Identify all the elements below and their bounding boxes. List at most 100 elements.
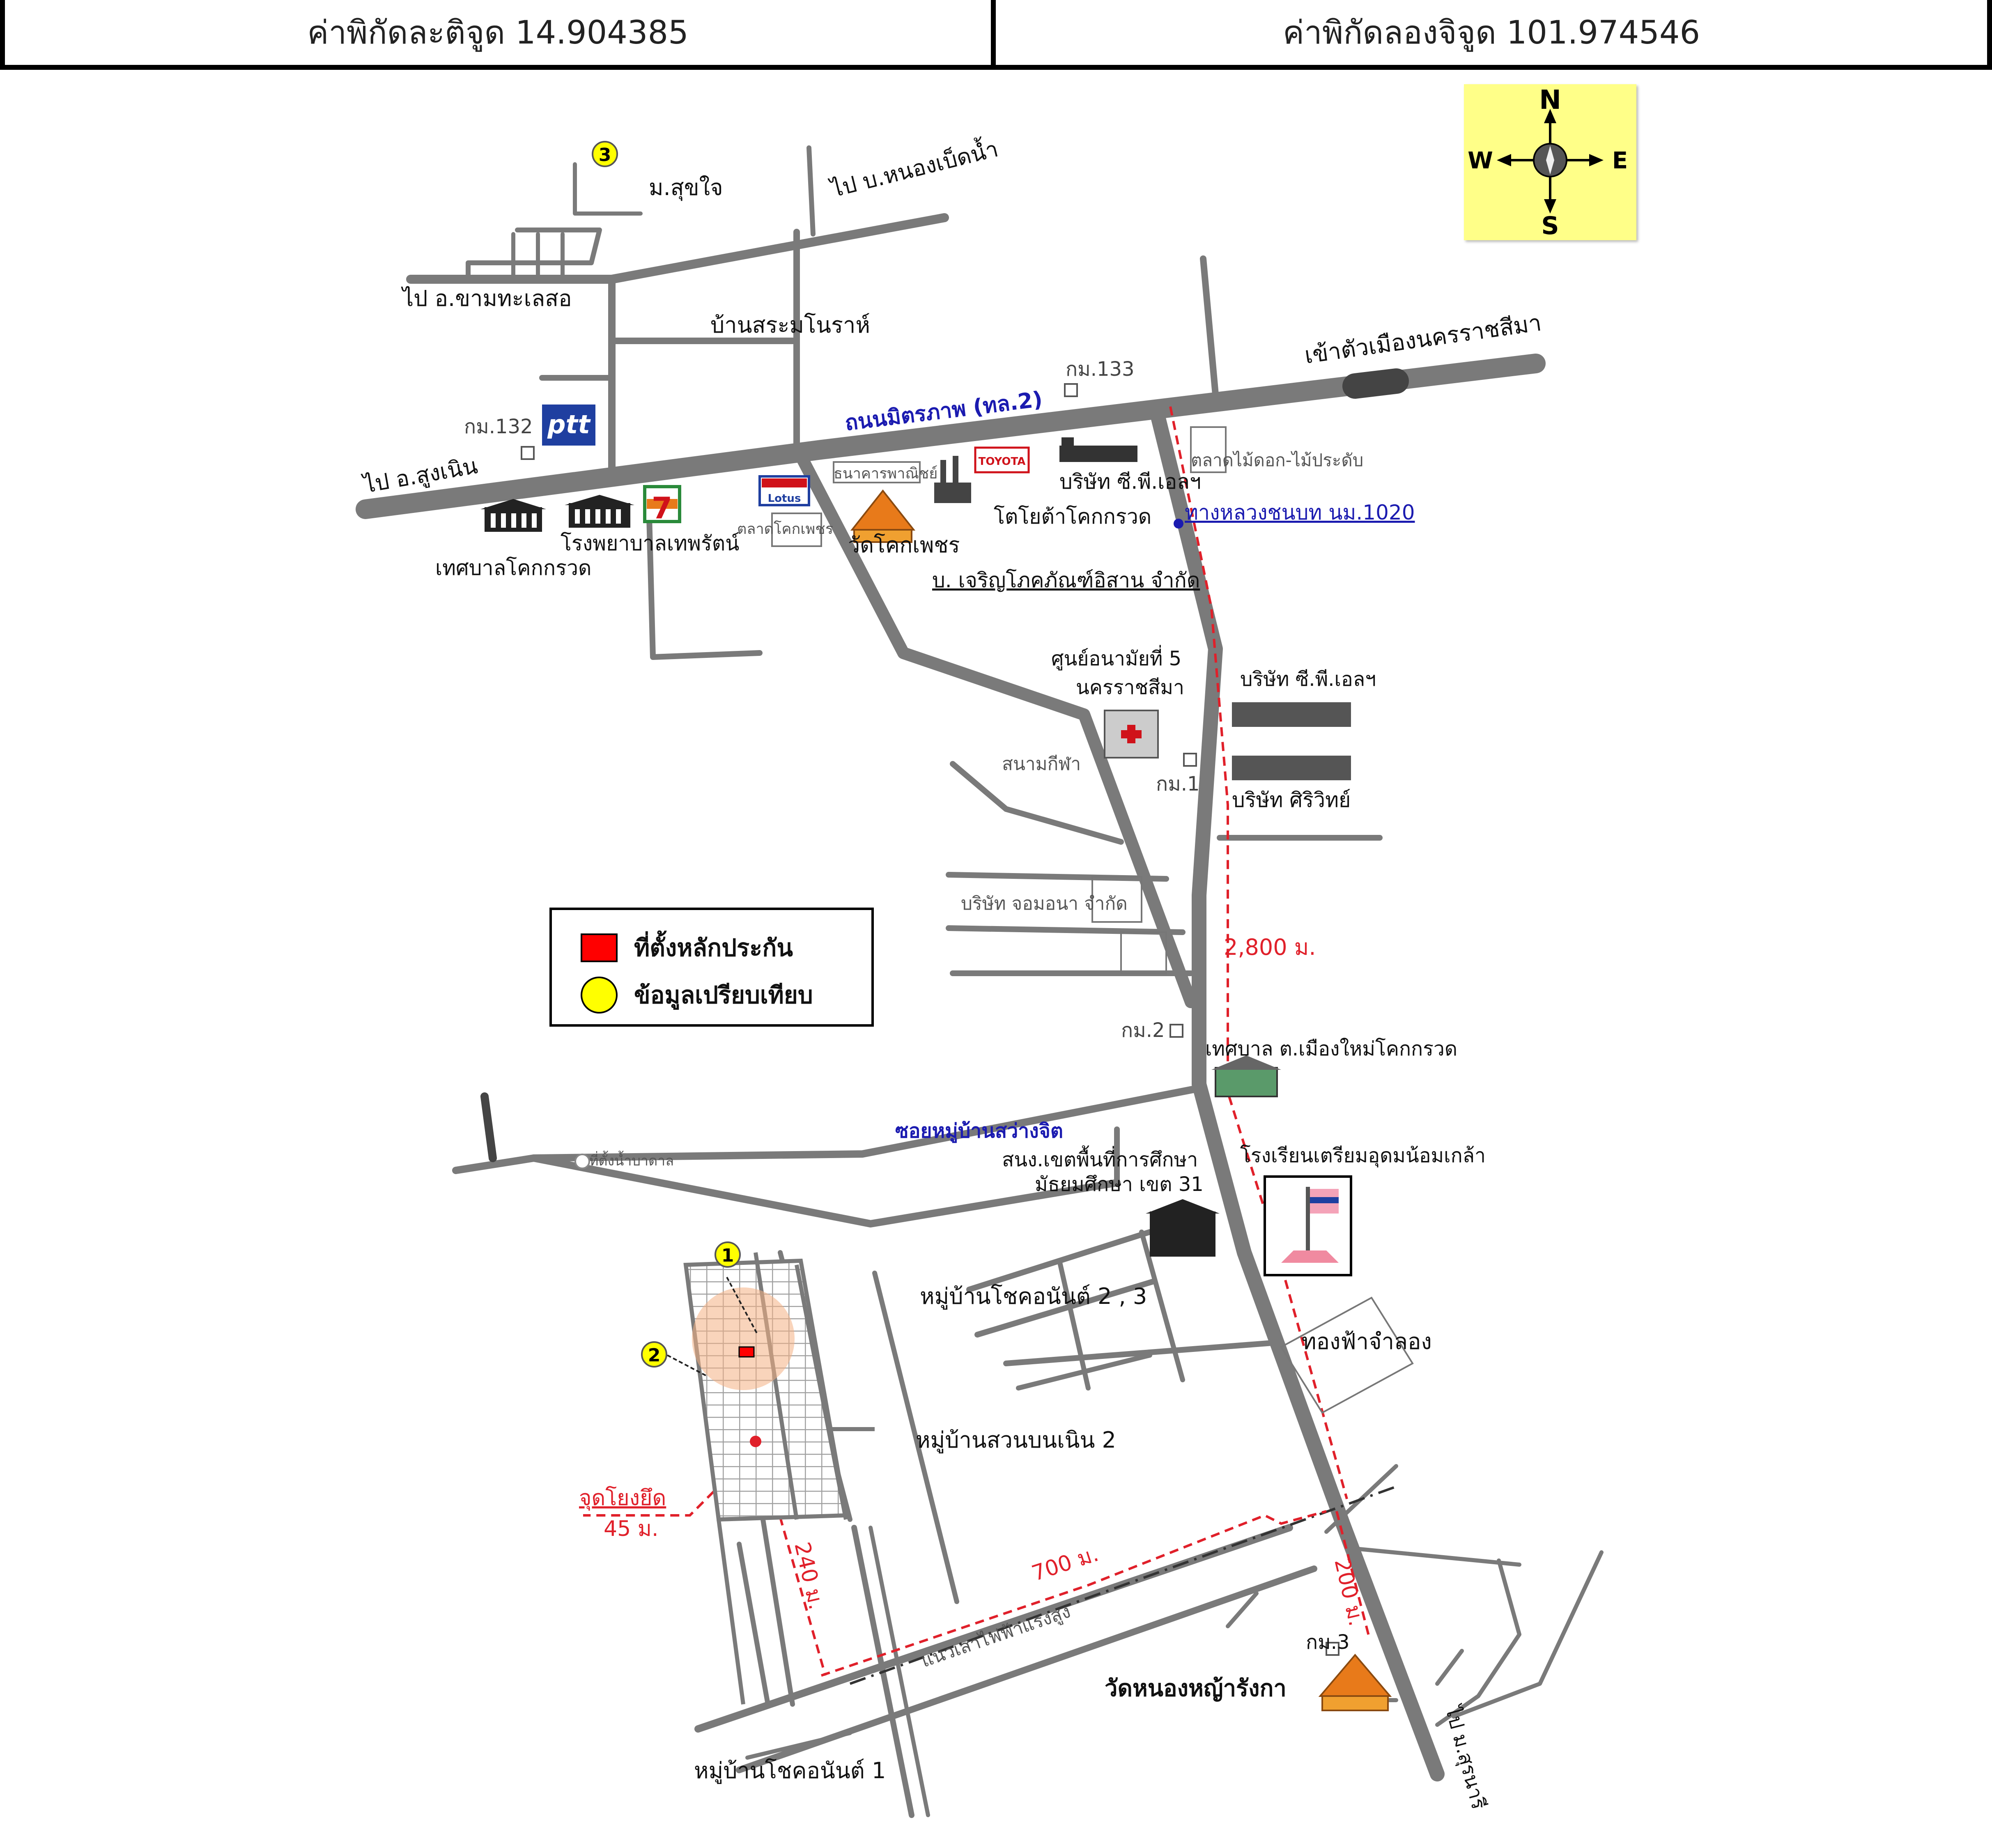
label-village-suan-bon-noen: หมู่บ้านสวนบนเนิน 2 xyxy=(916,1427,1116,1453)
svg-text:7: 7 xyxy=(652,491,672,525)
label-to-sura: ไป ม.สุรนารี xyxy=(1440,1702,1490,1812)
label-siriwit: บริษัท ศิริวิทย์ xyxy=(1232,788,1351,812)
marker-2-label: 2 xyxy=(648,1345,661,1366)
marker-1-label: 1 xyxy=(721,1245,734,1266)
label-hospital: โรงพยาบาลเทพรัตน์ xyxy=(561,531,739,555)
label-cp2: บริษัท ซี.พี.เอลฯ xyxy=(1240,668,1376,691)
cp2-factory-icon xyxy=(1232,702,1351,727)
compass-e: E xyxy=(1612,147,1628,174)
label-charoen: บ. เจริญโภคภัณฑ์อิสาน จำกัด xyxy=(932,568,1200,592)
road-mittraphap xyxy=(356,354,1546,519)
legend-comparable-label: ข้อมูลเปรียบเทียบ xyxy=(634,981,813,1009)
factory-icon xyxy=(934,456,971,503)
wat-khok-phet-temple-icon xyxy=(850,489,916,543)
collateral-area xyxy=(667,1252,875,1705)
km-markers xyxy=(521,383,1339,1656)
label-km1: กม.1 xyxy=(1156,772,1200,795)
label-km132: กม.132 xyxy=(464,415,533,438)
label-to-kham-thale-so: ไป อ.ขามทะเลสอ xyxy=(401,285,572,311)
legend-collateral-label: ที่ตั้งหลักประกัน xyxy=(634,934,793,962)
compass-s: S xyxy=(1541,211,1559,240)
compass-n: N xyxy=(1539,85,1561,115)
collateral-marker xyxy=(738,1346,755,1358)
label-edu-office-1: สนง.เขตพื้นที่การศึกษา xyxy=(1002,1145,1198,1171)
road-rural-1020 xyxy=(1151,409,1445,1781)
cp1-factory-icon xyxy=(1059,437,1137,462)
svg-text:TOYOTA: TOYOTA xyxy=(979,455,1026,468)
water-well-icon xyxy=(574,1154,590,1169)
coordinates-header: ค่าพิกัดละติจูด 14.904385 ค่าพิกัดลองจิจ… xyxy=(0,0,1992,76)
longitude-label: ค่าพิกัดลองจิจูด 101.974546 xyxy=(1282,14,1700,51)
compass-rose: N S W E xyxy=(1464,84,1636,240)
comparable-marker-1[interactable]: 1 xyxy=(715,1241,741,1268)
svg-text:Lotus: Lotus xyxy=(768,492,801,505)
label-rural-road: ทางหลวงชนบท นม.1020 xyxy=(1185,501,1415,524)
label-cp1: บริษัท ซี.พี.เอลฯ xyxy=(1059,470,1201,494)
label-edu-office-2: มัธยมศึกษา เขต 31 xyxy=(1035,1173,1204,1196)
toyota-logo-icon: TOYOTA xyxy=(974,446,1030,473)
comparable-legend-icon xyxy=(581,976,618,1014)
legend-row-collateral: ที่ตั้งหลักประกัน xyxy=(581,929,793,967)
seven-eleven-icon: 7 xyxy=(643,485,681,525)
power-line xyxy=(849,1485,1397,1685)
distance-line-200 xyxy=(1335,1511,1371,1639)
muang-mai-municipality-building-icon xyxy=(1211,1055,1281,1097)
label-health-center-2: นครราชสีมา xyxy=(1076,676,1184,699)
hospital-building-icon xyxy=(565,495,634,528)
label-km2: กม.2 xyxy=(1121,1019,1165,1042)
health-center-building-icon xyxy=(1104,710,1159,759)
label-jomana: บริษัท จอมอนา จำกัด xyxy=(961,893,1128,914)
label-chulachomklao: โรงเรียนเตรียมอุดมน้อมเกล้า xyxy=(1240,1144,1486,1168)
label-khok-phet-market: ตลาดโคกเพชร xyxy=(737,520,833,538)
longitude-cell: ค่าพิกัดลองจิจูด 101.974546 xyxy=(991,0,1992,70)
road-khok-phet xyxy=(795,450,1197,1008)
label-km3: กม.3 xyxy=(1306,1631,1350,1654)
road-city-tunnel xyxy=(1342,368,1409,399)
label-soi-sawangchit: ซอยหมู่บ้านสว่างจิต xyxy=(895,1119,1063,1143)
km132-marker-icon xyxy=(521,446,535,460)
legend-box: ที่ตั้งหลักประกัน ข้อมูลเปรียบเทียบ xyxy=(549,908,874,1027)
label-wat-nong-ya: วัดหนองหญ้ารังกา xyxy=(1105,1675,1287,1702)
landmark-icons: ptt 7 Lotus TOYOTA xyxy=(480,383,1414,1711)
comparable-marker-2[interactable]: 2 xyxy=(641,1341,667,1368)
label-flower-market: ตลาดไม้ดอก-ไม้ประดับ xyxy=(1191,450,1363,470)
compass-icon: N S W E xyxy=(1468,85,1628,240)
comparable-marker-3[interactable]: 3 xyxy=(592,141,618,167)
collateral-legend-icon xyxy=(581,933,618,962)
label-bank: ธนาคารพาณิชย์ xyxy=(834,465,937,482)
school-flag-icon xyxy=(1264,1175,1352,1276)
label-700: 700 ม. xyxy=(1029,1542,1101,1586)
km2-marker-icon xyxy=(1169,1024,1183,1038)
municipality-building-icon xyxy=(480,499,546,532)
distance-line-700 xyxy=(821,1510,1327,1677)
label-anchor: จุดโยงยึด xyxy=(579,1486,666,1511)
label-village-chokanan-23: หมู่บ้านโชคอนันต์ 2 , 3 xyxy=(920,1283,1147,1310)
comparable-markers: 1 2 3 xyxy=(592,141,741,1368)
label-km133: กม.133 xyxy=(1066,358,1135,381)
tesco-lotus-icon: Lotus xyxy=(758,475,810,506)
distance-line-240 xyxy=(758,1445,827,1676)
distance-line-2800 xyxy=(1169,406,1348,1499)
svg-text:ptt: ptt xyxy=(547,409,591,439)
label-thong-fa: ทองฟ้าจำลอง xyxy=(1302,1329,1432,1354)
km133-marker-icon xyxy=(1064,383,1078,397)
label-ban-sa-monrat: บ้านสระมโนราห์ xyxy=(710,312,870,338)
label-anchor-dist: 45 ม. xyxy=(604,1517,659,1541)
roads xyxy=(356,145,1604,1818)
label-stadium: สนามกีฬา xyxy=(1002,754,1081,775)
wat-nong-ya-temple-icon xyxy=(1318,1653,1392,1711)
anchor-point xyxy=(750,1436,761,1447)
legend-row-comparable: ข้อมูลเปรียบเทียบ xyxy=(581,976,813,1014)
ptt-icon: ptt xyxy=(542,405,595,446)
latitude-label: ค่าพิกัดละติจูด 14.904385 xyxy=(307,14,689,51)
label-muang-mai: เทศบาล ต.เมืองใหม่โคกกรวด xyxy=(1205,1037,1457,1060)
compass-w: W xyxy=(1468,147,1493,174)
label-toyota-dealer: โตโยต้าโคกกรวด xyxy=(994,505,1151,529)
label-village-chokanan-1: หมู่บ้านโชคอนันต์ 1 xyxy=(694,1758,886,1784)
label-municipality: เทศบาลโคกกรวด xyxy=(435,556,592,580)
km3-marker-icon xyxy=(1326,1642,1339,1656)
rural-road-marker xyxy=(1174,519,1183,529)
label-wat-khok-phet: วัดโคกเพชร xyxy=(848,533,960,558)
